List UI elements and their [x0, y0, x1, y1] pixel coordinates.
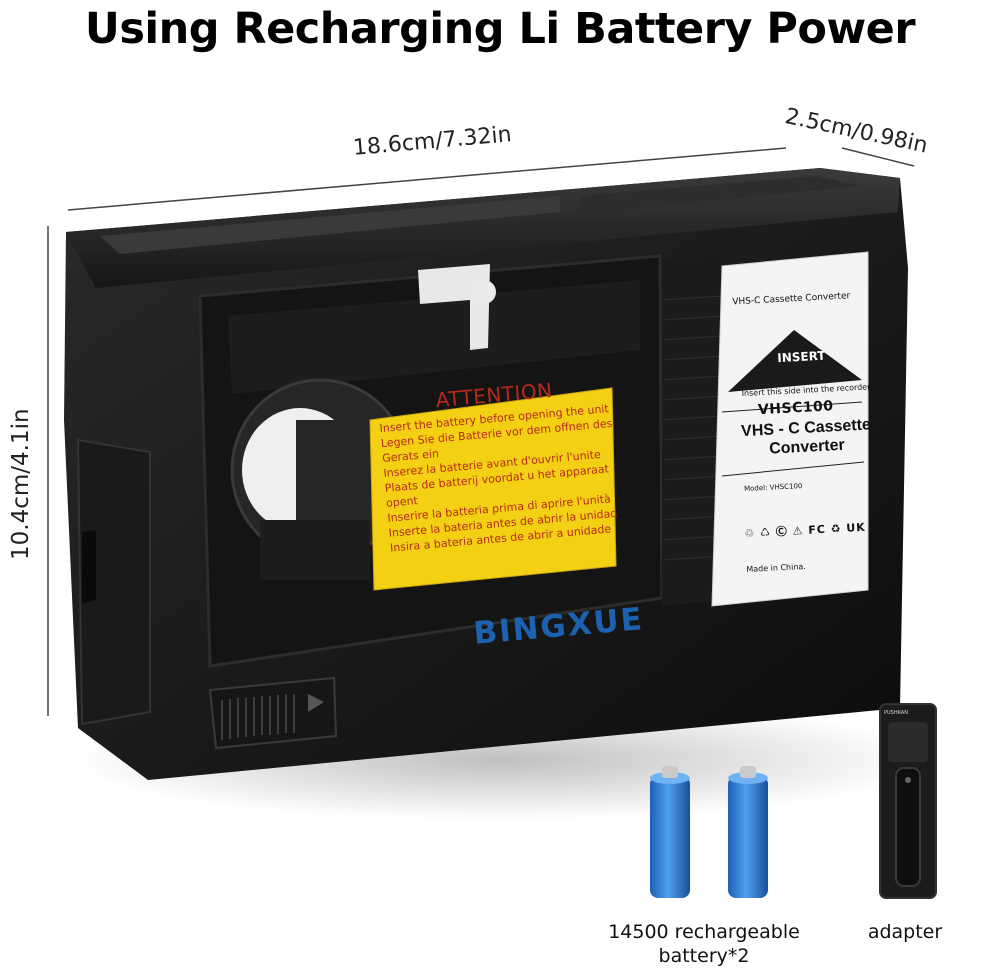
- cassette-body: [64, 168, 908, 780]
- headline-title: Using Recharging Li Battery Power: [84, 4, 916, 54]
- adapter-brand-text: PUSHKAN: [884, 710, 908, 716]
- model-small: Model: VHSC100: [743, 482, 803, 494]
- adapter-caption: adapter: [867, 921, 943, 943]
- product-name: VHS - C Cassette Converter: [740, 416, 872, 458]
- depth-dimension-line: [841, 147, 915, 167]
- insert-arrow-triangle: [728, 330, 862, 392]
- battery-icon: [650, 766, 690, 898]
- made-in-text: Made in China.: [746, 561, 807, 575]
- attention-text-block: ATTENTION Insert the battery before open…: [368, 366, 634, 577]
- certification-marks: ♲ ♺ Ⓒ ⚠ FC ♻ UK CA: [744, 519, 890, 541]
- battery-caption: 14500 rechargeable battery*2: [608, 921, 800, 967]
- model-number: VHSC100: [757, 398, 834, 419]
- charger-icon: [879, 703, 937, 899]
- width-dimension-line: [67, 147, 787, 211]
- height-dimension-label: 10.4cm/4.1in: [8, 408, 34, 560]
- attention-sticker: [369, 387, 617, 591]
- product-label: [711, 251, 869, 607]
- insert-text: INSERT: [776, 348, 826, 366]
- battery-icon: [728, 766, 768, 898]
- product-label-text: VHS-C Cassette Converter INSERT Insert t…: [720, 250, 889, 607]
- slider-switch: [208, 676, 338, 750]
- insert-note: Insert this side into the recorder: [741, 382, 871, 399]
- label-top-text: VHS-C Cassette Converter: [732, 291, 851, 308]
